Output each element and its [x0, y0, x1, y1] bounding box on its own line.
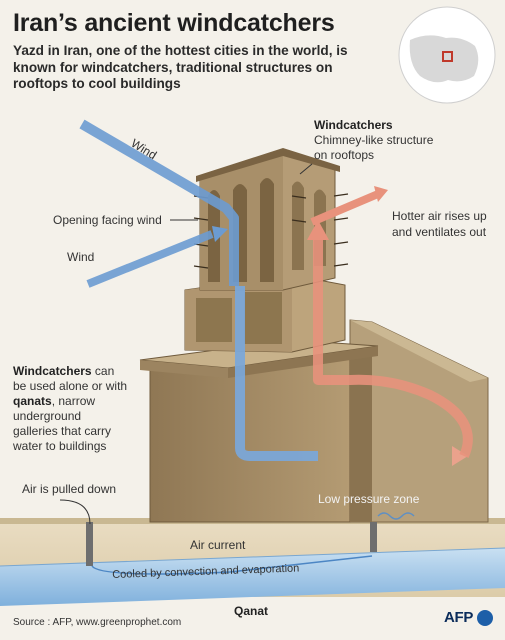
windcatchers-pointer	[299, 163, 313, 175]
left-shaft-pointer	[59, 499, 91, 525]
label-windcatchers-title: Windcatchers	[314, 118, 393, 132]
label-qanats-text1: can	[91, 364, 115, 378]
main-building-right-wall	[350, 346, 372, 522]
label-wind-left: Wind	[67, 250, 95, 264]
tower-base-opening-left	[196, 298, 232, 342]
afp-logo-icon	[477, 610, 493, 626]
cold-air-arrowhead-left	[212, 226, 228, 242]
qanat-channel-top-edge	[0, 547, 505, 567]
hot-air-arrowhead	[307, 220, 329, 240]
label-qanats-line2: be used alone or with	[13, 379, 128, 393]
roof-slab-edge	[140, 360, 228, 378]
air-transition-arrowhead	[452, 446, 468, 466]
label-qanat: Qanat	[234, 604, 269, 618]
yazd-marker	[442, 51, 453, 62]
label-opening-facing-wind: Opening facing wind	[53, 213, 162, 227]
label-qanats-line5: galleries that carry	[13, 424, 112, 438]
label-qanats-bold1: Windcatchers	[13, 364, 92, 378]
label-air-current: Air current	[190, 538, 246, 552]
tower-arch-4	[292, 181, 304, 270]
hot-air-outflow-arrowhead	[374, 186, 388, 202]
locator-map	[398, 6, 496, 104]
label-qanats-block: Windcatchers can be used alone or with q…	[13, 364, 173, 454]
cold-air-flow-down	[235, 286, 318, 461]
label-qanats-line4: underground	[13, 409, 82, 423]
label-windcatchers-desc: Chimney-like structure on rooftops	[314, 133, 434, 162]
source-credit: Source : AFP, www.greenprophet.com	[13, 617, 182, 628]
hot-air-loop	[313, 236, 473, 459]
label-hotter-air-2: and ventilates out	[392, 225, 487, 239]
hot-air-outflow	[310, 190, 380, 226]
air-current-line	[91, 555, 373, 575]
tower-arch-3	[260, 178, 274, 282]
cold-air-flow-top	[79, 119, 239, 286]
back-building-top	[350, 320, 488, 382]
label-qanats-line6: water to buildings	[13, 439, 107, 453]
roof-slab-edge-right	[228, 346, 378, 378]
afp-logo-text: AFP	[444, 609, 474, 626]
left-shaft	[86, 522, 93, 566]
label-low-pressure-zone: Low pressure zone	[318, 492, 420, 506]
label-air-pulled-down: Air is pulled down	[22, 482, 117, 496]
label-hotter-air-1: Hotter air rises up	[392, 209, 487, 223]
low-pressure-squiggle	[377, 512, 415, 520]
page-title: Iran’s ancient windcatchers	[13, 9, 335, 37]
cold-air-flow-left	[86, 230, 214, 288]
tower-base-opening-right	[244, 292, 282, 344]
label-qanats-text2: , narrow	[51, 394, 96, 408]
windcatcher-tower-cap	[196, 148, 340, 182]
right-shaft	[370, 522, 377, 552]
qanat-water-channel	[0, 548, 505, 606]
label-qanats-bold2: qanats	[13, 394, 52, 408]
page-subtitle: Yazd in Iran, one of the hottest cities …	[13, 43, 348, 91]
